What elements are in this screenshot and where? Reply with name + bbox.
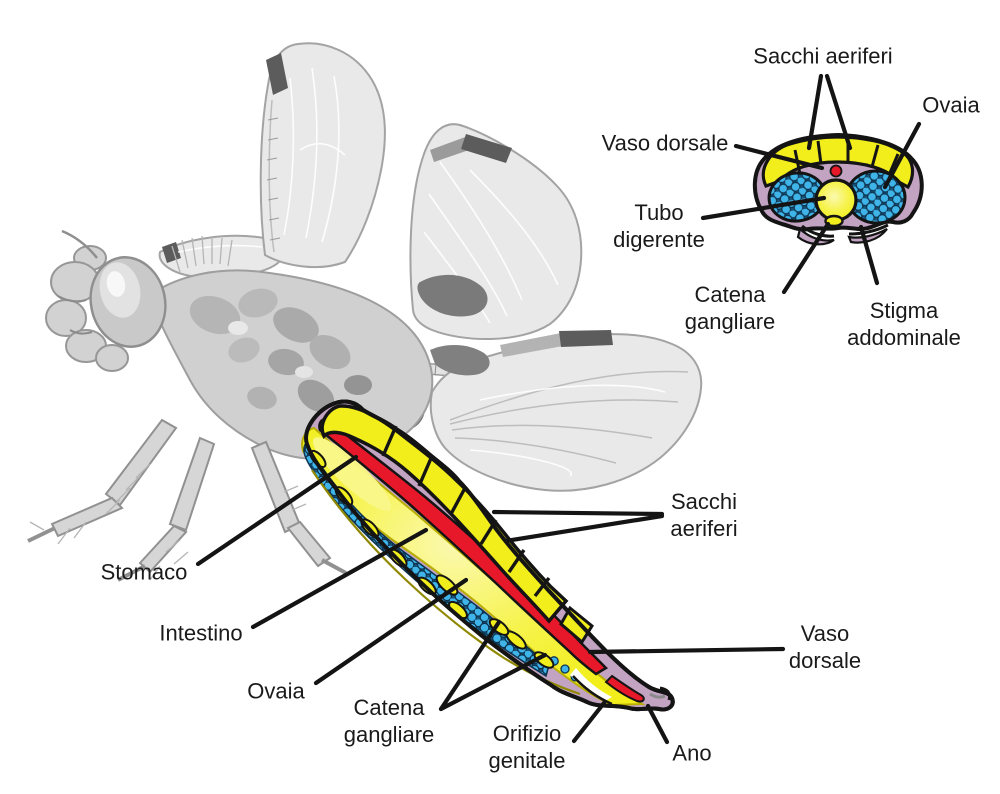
abdomen-longitudinal-section: [301, 399, 675, 712]
leader-cs-air-sacs-2: [824, 73, 853, 151]
leader-cs-dorsal-vessel: [733, 143, 825, 171]
cross-dorsal-vessel: [829, 164, 843, 178]
label-cs-ganglionic-chain: Catena gangliare: [684, 282, 776, 334]
dragonfly-body-art: [27, 42, 703, 582]
air-sacs-band: [320, 404, 594, 645]
left-fore-wing: [259, 42, 386, 269]
label-cs-digestive-tube: Tubo digerente: [613, 200, 705, 252]
label-ls-genital-orifice: Orifizio genitale: [488, 721, 566, 773]
abdomen-cross-section: [752, 132, 924, 246]
leader-ls-air-sacs-2: [503, 513, 665, 544]
leader-ls-air-sacs-1: [491, 509, 665, 517]
leader-lines: [195, 73, 922, 745]
head: [45, 229, 167, 372]
antenna: [61, 229, 98, 259]
dorsal-vessel-red-stripe: [318, 417, 609, 676]
leader-cs-ovary: [882, 121, 922, 190]
label-cs-air-sacs: Sacchi aeriferi: [753, 43, 893, 69]
leader-ls-intestine: [250, 527, 429, 630]
legs: [27, 418, 347, 582]
leader-ls-dorsal-vessel: [587, 646, 786, 655]
label-ls-intestine: Intestino: [159, 620, 243, 646]
label-ls-stomach: Stomaco: [100, 559, 188, 585]
genital-orifice: [570, 668, 612, 701]
label-ls-air-sacs: Sacchi aeriferi: [670, 489, 738, 541]
leader-cs-ganglionic-chain: [781, 221, 831, 295]
compound-eye: [89, 256, 167, 348]
label-cs-ovary: Ovaia: [922, 92, 980, 118]
leader-cs-air-sacs-1: [806, 73, 824, 151]
label-cs-spiracle: Stigma addominale: [847, 298, 961, 350]
dorsal-vessel-tail-patch: [604, 674, 645, 703]
cross-spiracles: [796, 223, 889, 246]
label-cs-dorsal-vessel: Vaso dorsale: [601, 130, 729, 156]
label-ls-anus: Ano: [672, 740, 712, 766]
leader-ls-ganglia-2: [438, 652, 548, 712]
anus-slit: [649, 692, 666, 699]
leader-ls-ganglia-1: [438, 619, 502, 712]
stomach-highlight: [312, 437, 392, 511]
leader-ls-genital-orifice: [571, 700, 607, 744]
leader-ls-ovary: [313, 577, 469, 686]
leader-ls-anus: [645, 703, 670, 745]
leader-cs-spiracle: [858, 224, 880, 286]
right-hind-wing: [429, 330, 703, 492]
leader-cs-digestive-tube: [700, 195, 827, 221]
label-ls-dorsal-vessel: Vaso dorsale: [788, 621, 862, 673]
label-ls-ganglionic-chain: Catena gangliare: [343, 695, 435, 747]
label-ls-ovary: Ovaia: [247, 678, 305, 704]
leader-ls-stomach: [195, 454, 359, 567]
